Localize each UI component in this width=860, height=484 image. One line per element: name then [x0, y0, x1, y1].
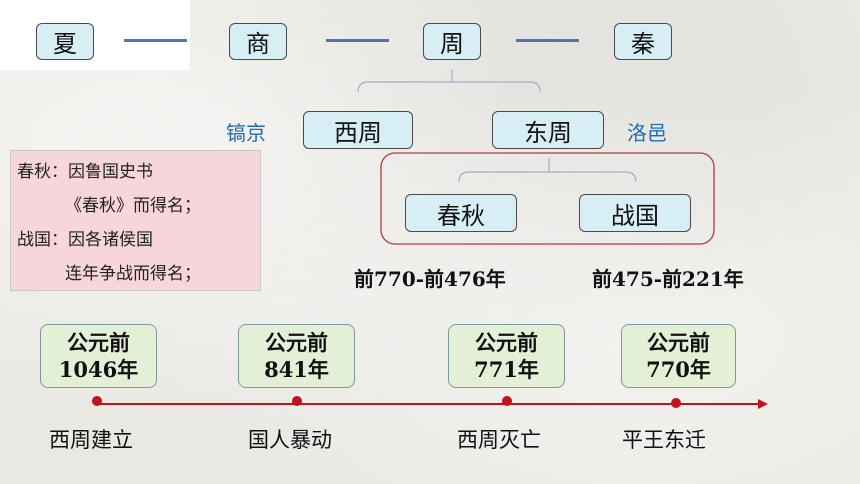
node-3-era: 公元前: [475, 330, 538, 355]
node-1-era: 公元前: [67, 330, 130, 355]
zhou-bracket: [357, 70, 541, 93]
warring-states-range: 前475-前221年: [592, 267, 744, 291]
timeline-dot-3: [502, 396, 512, 406]
node-2-year: 841年: [264, 357, 329, 382]
note-line-4: 连年争战而得名；: [65, 264, 201, 284]
east-zhou-bracket: [458, 158, 637, 183]
timeline-node-3: 公元前 771年: [448, 324, 565, 388]
dynasty-qin: 秦: [614, 23, 672, 60]
header-white-patch: [0, 0, 190, 70]
dash-2: [326, 39, 389, 42]
node-4-year: 770年: [646, 357, 711, 382]
node-2-era: 公元前: [265, 330, 328, 355]
dynasty-zhou: 周: [423, 23, 481, 60]
timeline-dot-1: [92, 396, 102, 406]
east-zhou-group-frame: [380, 152, 715, 245]
naming-note: 春秋：因鲁国史书 《春秋》而得名； 战国：因各诸侯国 连年争战而得名；: [10, 150, 261, 291]
west-capital-label: 镐京: [226, 121, 266, 145]
east-zhou-box: 东周: [492, 111, 604, 149]
timeline-node-1: 公元前 1046年: [40, 324, 157, 388]
note-line-3: 战国：因各诸侯国: [17, 230, 153, 250]
node-1-year: 1046年: [58, 357, 139, 382]
spring-autumn-box: 春秋: [405, 194, 517, 232]
note-line-2: 《春秋》而得名；: [65, 196, 201, 216]
node-3-year: 771年: [474, 357, 539, 382]
timeline-dot-4: [671, 398, 681, 408]
timeline-dot-2: [292, 396, 302, 406]
timeline-node-2: 公元前 841年: [238, 324, 355, 388]
dynasty-shang: 商: [229, 23, 287, 60]
warring-states-box: 战国: [579, 194, 691, 232]
event-2: 国人暴动: [248, 428, 332, 452]
note-line-1: 春秋：因鲁国史书: [17, 162, 153, 182]
node-4-era: 公元前: [647, 330, 710, 355]
timeline-node-4: 公元前 770年: [621, 324, 736, 388]
event-1: 西周建立: [49, 428, 133, 452]
west-zhou-box: 西周: [303, 111, 413, 149]
event-4: 平王东迁: [622, 428, 706, 452]
event-3: 西周灭亡: [457, 428, 541, 452]
dash-1: [124, 39, 187, 42]
spring-autumn-range: 前770-前476年: [354, 267, 506, 291]
dynasty-xia: 夏: [36, 23, 94, 60]
timeline-arrow: [758, 399, 768, 409]
dash-3: [516, 39, 579, 42]
east-capital-label: 洛邑: [627, 121, 667, 145]
